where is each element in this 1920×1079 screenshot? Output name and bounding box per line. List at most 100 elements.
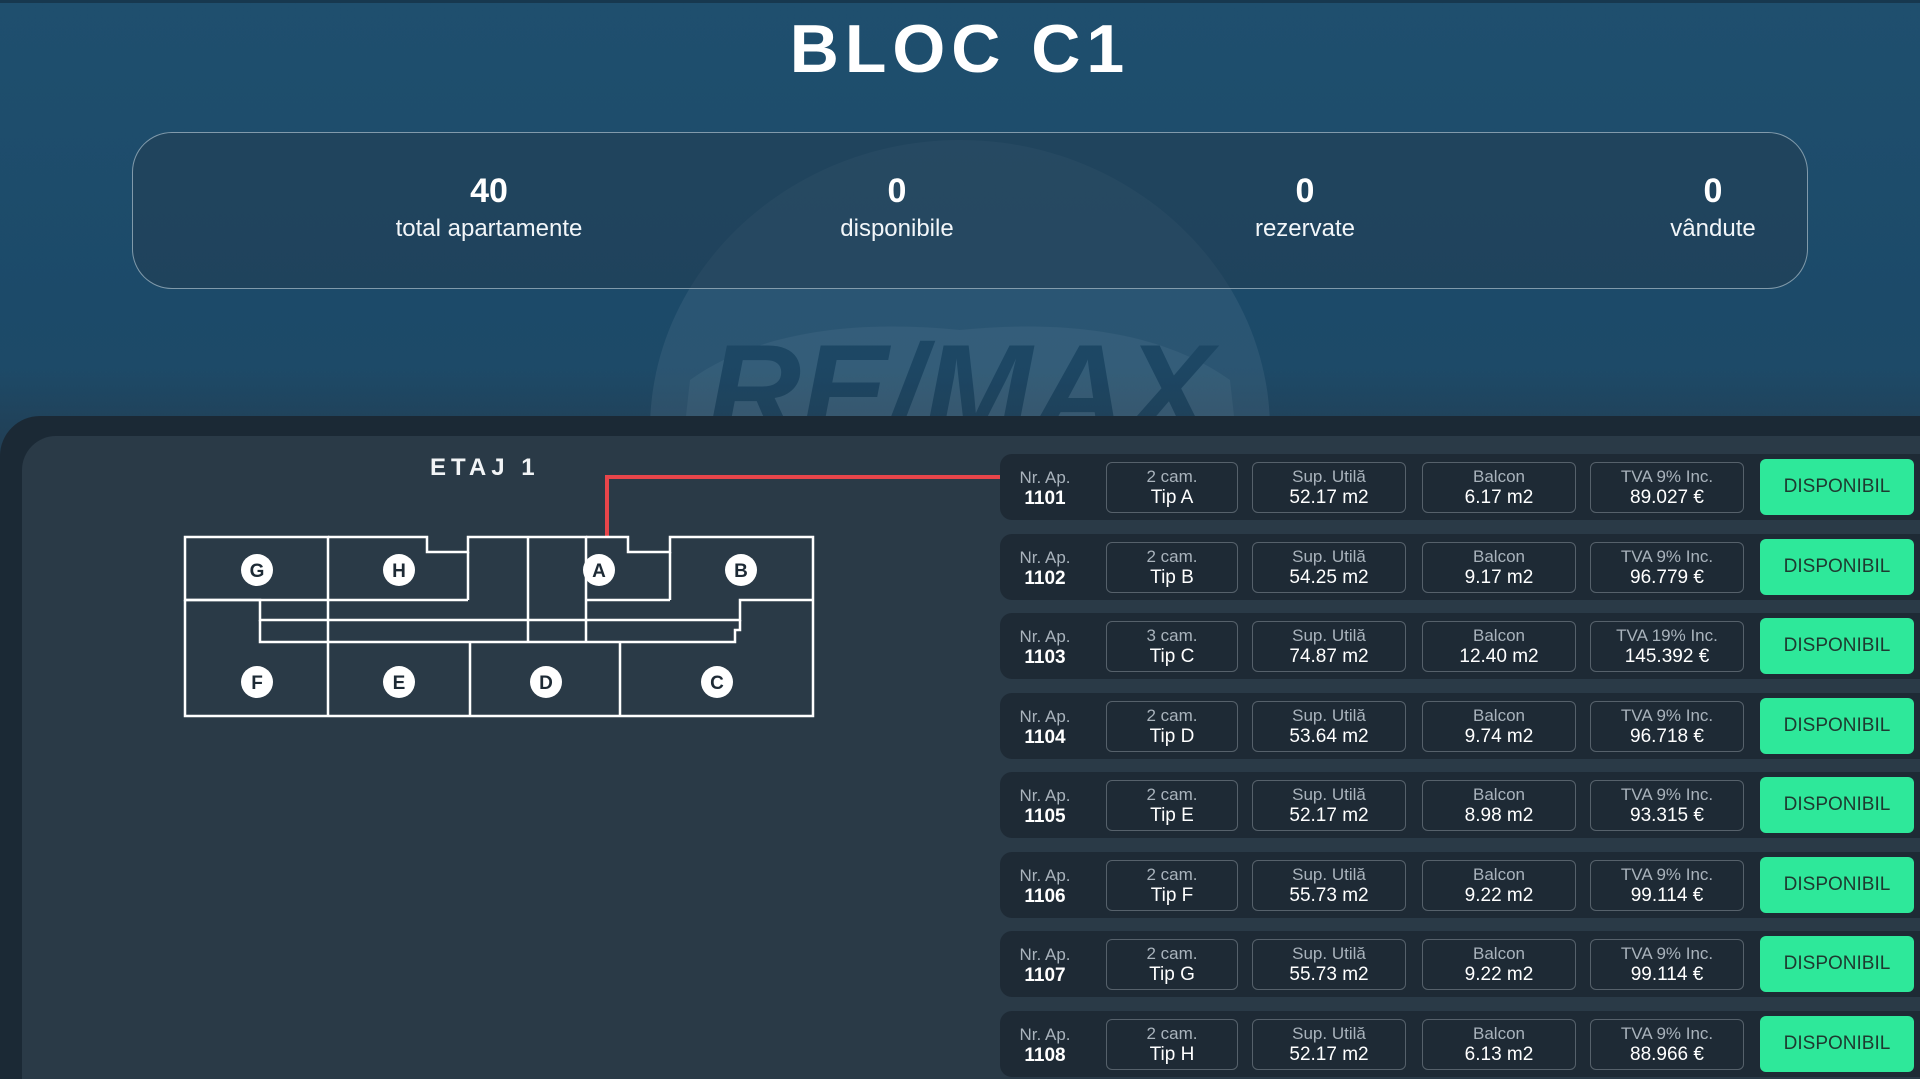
rooms-label: 2 cam. (1146, 546, 1198, 566)
balcony-value: 6.13 m2 (1464, 1043, 1534, 1065)
apartment-number-value: 1107 (1024, 965, 1066, 986)
price-value: 88.966 € (1630, 1043, 1704, 1065)
balcony-value: 9.17 m2 (1464, 566, 1534, 588)
unit-marker-h[interactable]: H (383, 554, 415, 586)
apartment-number-label: Nr. Ap. (1019, 706, 1071, 726)
vat-label: TVA 9% Inc. (1620, 546, 1714, 566)
type-value: Tip D (1149, 725, 1195, 747)
usable-area-label: Sup. Utilă (1292, 864, 1366, 884)
price-value: 145.392 € (1624, 646, 1710, 667)
apartment-number-value: 1102 (1024, 567, 1066, 589)
balcony-label: Balcon (1473, 944, 1525, 963)
unit-marker-f[interactable]: F (241, 666, 273, 698)
unit-label: B (734, 561, 748, 582)
stat-value: 0 (1703, 172, 1723, 210)
unit-label: G (250, 561, 265, 582)
unit-label: A (592, 561, 606, 582)
apartment-number-value: 1108 (1024, 1044, 1066, 1066)
apartment-number: Nr. Ap.1103 (1010, 623, 1080, 669)
status-available-button[interactable]: DISPONIBIL (1760, 459, 1914, 515)
price-value: 96.718 € (1630, 725, 1704, 747)
vat-label: TVA 9% Inc. (1620, 864, 1714, 884)
usable-area-value: 52.17 m2 (1289, 1043, 1369, 1065)
balcony-label: Balcon (1473, 1023, 1525, 1043)
vat-label: TVA 9% Inc. (1620, 705, 1714, 725)
rooms-label: 2 cam. (1146, 864, 1198, 884)
apartment-number-label: Nr. Ap. (1019, 786, 1071, 805)
apartment-type-cell: 2 cam.Tip H (1106, 1018, 1238, 1070)
stats-panel: 40 total apartamente 0 disponibile 0 rez… (132, 132, 1808, 289)
status-available-button[interactable]: DISPONIBIL (1760, 936, 1914, 992)
unit-marker-a[interactable]: A (583, 554, 615, 586)
status-available-button[interactable]: DISPONIBIL (1760, 1015, 1914, 1072)
apartment-number-label: Nr. Ap. (1019, 468, 1071, 487)
status-available-button[interactable]: DISPONIBIL (1760, 777, 1914, 833)
balcony-value: 9.74 m2 (1464, 725, 1534, 747)
unit-marker-e[interactable]: E (383, 666, 415, 698)
apartment-number: Nr. Ap.1106 (1010, 862, 1080, 908)
usable-area-value: 54.25 m2 (1289, 566, 1369, 588)
type-value: Tip C (1149, 646, 1195, 667)
page-title: BLOC C1 (789, 11, 1131, 87)
apartment-number: Nr. Ap.1108 (1010, 1021, 1080, 1067)
stat-value: 40 (470, 172, 508, 210)
apartment-number: Nr. Ap.1102 (1010, 544, 1080, 590)
usable-area-value: 74.87 m2 (1289, 646, 1369, 667)
balcony-value: 9.22 m2 (1464, 964, 1534, 985)
vat-label: TVA 19% Inc. (1616, 626, 1718, 645)
unit-marker-b[interactable]: B (725, 554, 757, 586)
apartment-number-value: 1105 (1024, 806, 1066, 827)
rooms-label: 2 cam. (1146, 1023, 1198, 1043)
stat-value: 0 (1295, 172, 1315, 210)
apartment-number: Nr. Ap.1107 (1010, 941, 1080, 987)
unit-marker-g[interactable]: G (241, 554, 273, 586)
type-value: Tip H (1149, 1043, 1195, 1065)
apartment-type-cell: 2 cam.Tip A (1106, 462, 1238, 513)
rooms-label: 2 cam. (1146, 467, 1198, 486)
price-value: 99.114 € (1630, 884, 1704, 906)
floor-plan: G H A B F E D (180, 470, 1020, 780)
status-available-button[interactable]: DISPONIBIL (1760, 697, 1914, 754)
vat-label: TVA 9% Inc. (1620, 785, 1714, 804)
stat-reserved: 0 rezervate (1145, 173, 1465, 243)
unit-marker-d[interactable]: D (530, 666, 562, 698)
apartment-number-label: Nr. Ap. (1019, 1024, 1071, 1044)
rooms-label: 2 cam. (1146, 944, 1198, 963)
status-available-button[interactable]: DISPONIBIL (1760, 538, 1914, 595)
price-cell: TVA 9% Inc.96.779 € (1590, 541, 1744, 593)
type-value: Tip A (1150, 487, 1194, 508)
status-available-button[interactable]: DISPONIBIL (1760, 856, 1914, 913)
stat-label: rezervate (1254, 215, 1356, 242)
apartment-number-label: Nr. Ap. (1019, 547, 1071, 567)
stat-available: 0 disponibile (737, 173, 1057, 243)
type-value: Tip E (1150, 805, 1194, 826)
unit-marker-c[interactable]: C (701, 666, 733, 698)
balcony-value: 8.98 m2 (1464, 805, 1534, 826)
balcony-label: Balcon (1473, 546, 1525, 566)
apartment-type-cell: 2 cam.Tip E (1106, 780, 1238, 831)
status-available-button[interactable]: DISPONIBIL (1760, 618, 1914, 674)
type-value: Tip B (1150, 566, 1194, 588)
vat-label: TVA 9% Inc. (1620, 944, 1714, 963)
balcony-label: Balcon (1473, 864, 1525, 884)
price-value: 93.315 € (1630, 805, 1704, 826)
price-cell: TVA 9% Inc.96.718 € (1590, 700, 1744, 752)
